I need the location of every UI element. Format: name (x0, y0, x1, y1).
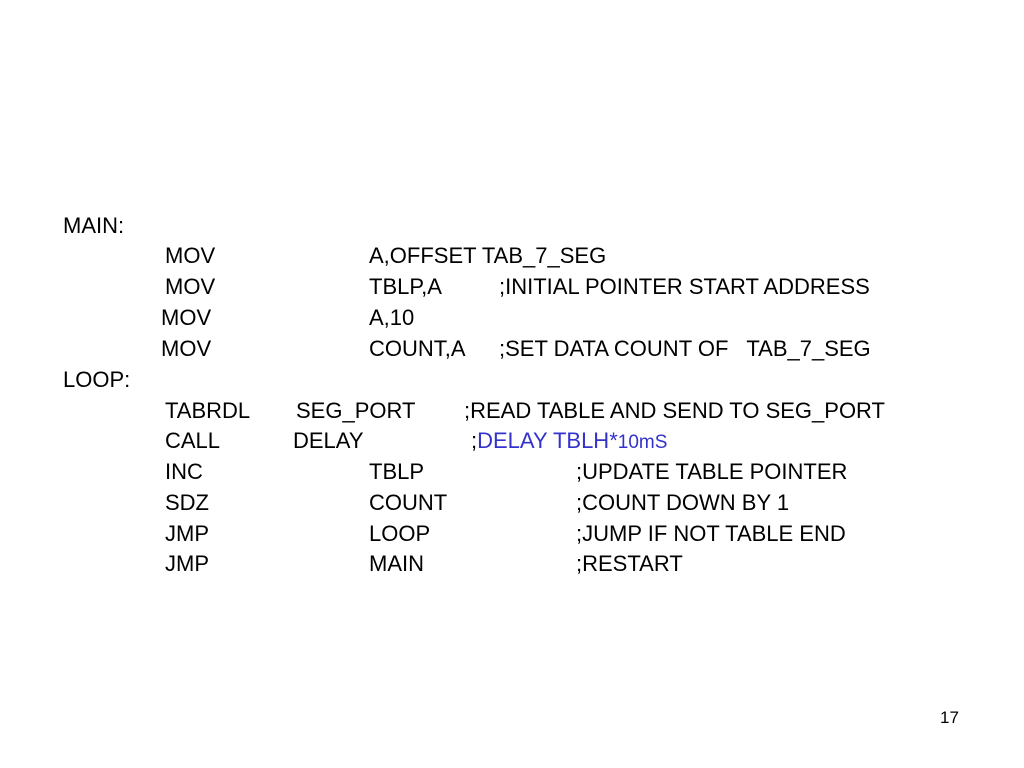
comment: ;UPDATE TABLE POINTER (576, 459, 848, 484)
opcode: MOV (165, 243, 216, 268)
comment: ;SET DATA COUNT OF TAB_7_SEG (499, 336, 871, 361)
operand: DELAY (293, 428, 364, 453)
opcode: SDZ (165, 490, 209, 515)
operand: A,OFFSET TAB_7_SEG (369, 243, 607, 268)
comment: ;COUNT DOWN BY 1 (576, 490, 790, 515)
comment-highlight-small: 10mS (617, 432, 668, 453)
comment: ;READ TABLE AND SEND TO SEG_PORT (464, 398, 885, 423)
operand: TBLP (369, 459, 425, 484)
comment: ;INITIAL POINTER START ADDRESS (499, 274, 870, 299)
opcode: MOV (161, 336, 212, 361)
opcode: INC (165, 459, 203, 484)
opcode: MOV (165, 274, 216, 299)
operand: TBLP,A (369, 274, 442, 299)
page-number: 17 (940, 708, 959, 727)
opcode: JMP (165, 521, 209, 546)
comment: ;JUMP IF NOT TABLE END (576, 521, 846, 546)
operand: COUNT,A (369, 336, 466, 361)
opcode: TABRDL (165, 398, 251, 423)
comment-semicolon: ; (471, 428, 478, 453)
label-loop: LOOP: (63, 367, 131, 392)
operand: A,10 (369, 305, 415, 330)
opcode: JMP (165, 551, 209, 576)
label-main: MAIN: (63, 213, 125, 238)
operand: COUNT (369, 490, 448, 515)
opcode: CALL (165, 428, 221, 453)
comment: ;RESTART (576, 551, 683, 576)
comment: ;DELAY TBLH*10mS (471, 428, 667, 456)
operand: LOOP (369, 521, 431, 546)
operand: SEG_PORT (296, 398, 416, 423)
opcode: MOV (161, 305, 212, 330)
operand: MAIN (369, 551, 424, 576)
comment-highlight: DELAY TBLH* (477, 428, 618, 453)
